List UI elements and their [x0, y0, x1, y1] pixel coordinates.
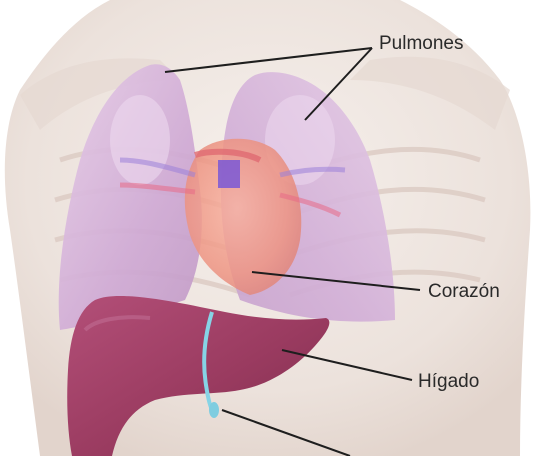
label-higado: Hígado: [418, 372, 479, 391]
gallbladder: [209, 402, 219, 418]
label-pulmones: Pulmones: [379, 34, 464, 53]
label-corazon: Corazón: [428, 282, 500, 301]
vena-cava: [218, 160, 240, 188]
